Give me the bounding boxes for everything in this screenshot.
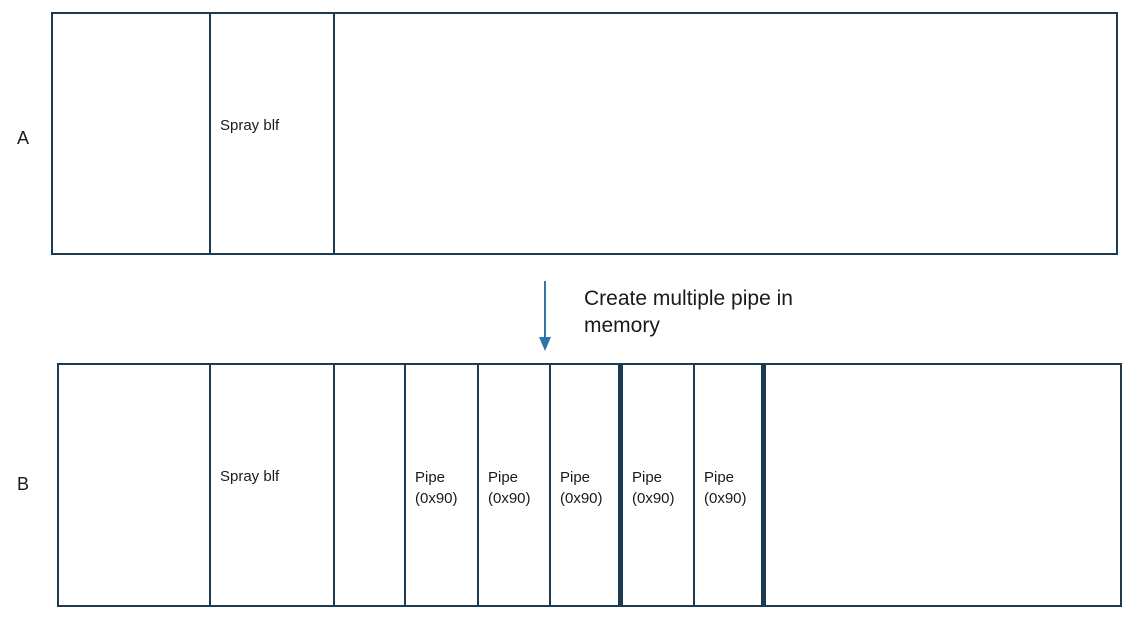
pipe-5-size: (0x90) <box>704 490 747 507</box>
box-b-empty-cell-1 <box>59 365 211 605</box>
pipe-cell-2: Pipe (0x90) <box>479 365 551 605</box>
box-b-spray-cell: Spray blf <box>211 365 335 605</box>
pipe-cell-5: Pipe (0x90) <box>695 365 766 605</box>
box-a-empty-cell-1 <box>53 14 211 253</box>
box-a-spray-cell: Spray blf <box>211 14 335 253</box>
pipe-3-name: Pipe <box>560 469 591 486</box>
pipe-1-size: (0x90) <box>415 490 458 507</box>
row-b-label: B <box>17 474 30 494</box>
box-a-spray-label: Spray blf <box>220 117 280 134</box>
pipe-4-name: Pipe <box>632 469 663 486</box>
memory-box-a: Spray blf <box>51 12 1118 255</box>
memory-box-b: Spray blf Pipe (0x90) Pipe (0x90) Pipe (… <box>57 363 1122 607</box>
pipe-2-name: Pipe <box>488 469 519 486</box>
box-b-empty-cell-3 <box>766 365 1120 605</box>
down-arrow-icon <box>539 281 551 351</box>
pipe-cell-1: Pipe (0x90) <box>406 365 479 605</box>
box-a-empty-cell-2 <box>335 14 1116 253</box>
pipe-1-name: Pipe <box>415 469 446 486</box>
pipe-2-size: (0x90) <box>488 490 531 507</box>
box-b-empty-cell-2 <box>335 365 406 605</box>
pipe-3-size: (0x90) <box>560 490 603 507</box>
pipe-cell-4: Pipe (0x90) <box>623 365 695 605</box>
row-a-label: A <box>17 128 30 148</box>
box-b-spray-label: Spray blf <box>220 468 280 485</box>
arrow-caption: Create multiple pipe in memory <box>584 287 793 337</box>
pipe-4-size: (0x90) <box>632 490 675 507</box>
pipe-5-name: Pipe <box>704 469 735 486</box>
pipe-cell-3: Pipe (0x90) <box>551 365 623 605</box>
